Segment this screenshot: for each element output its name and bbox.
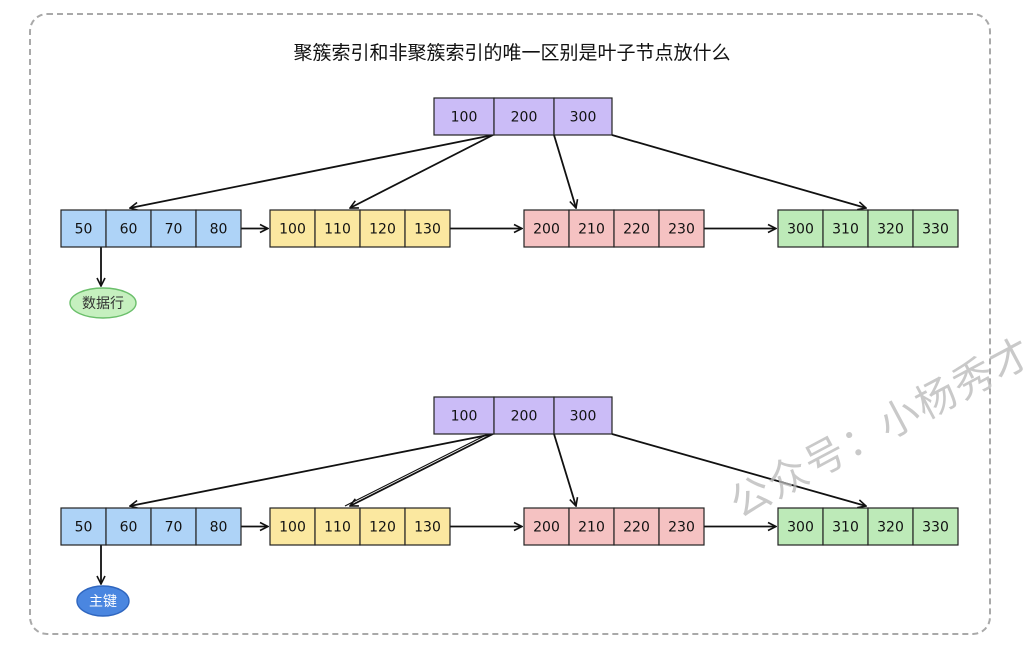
leaf-key-label: 60 [120, 222, 138, 238]
leaf-cell [867, 507, 914, 546]
leaf-key-label: 300 [787, 222, 814, 238]
leaf-key-label: 210 [578, 222, 605, 238]
payload-label: 主键 [89, 594, 117, 610]
leaf-key-label: 310 [832, 520, 859, 536]
root-key-label: 200 [511, 110, 538, 126]
root-key-label: 100 [451, 110, 478, 126]
leaf-key-label: 330 [922, 222, 949, 238]
leaf-cell [658, 209, 705, 248]
leaf-key-label: 70 [165, 222, 183, 238]
leaf-cell [658, 507, 705, 546]
leaf-cell [195, 507, 242, 546]
leaf-cell [359, 507, 406, 546]
leaf-key-label: 60 [120, 520, 138, 536]
root-key-label: 300 [570, 409, 597, 425]
leaf-cell [912, 507, 959, 546]
leaf-cell [822, 507, 869, 546]
child-pointer-arrow [611, 134, 866, 208]
leaf-node: 300 310 320 330 [777, 209, 959, 248]
leaf-cell [359, 209, 406, 248]
leaf-cell [269, 507, 316, 546]
leaf-key-label: 320 [877, 520, 904, 536]
leaf-node: 50 60 70 80 [60, 507, 242, 546]
leaf-cell [523, 209, 570, 248]
leaf-node: 200 210 220 230 [523, 209, 705, 248]
child-pointer-arrow [553, 134, 576, 208]
root-key-label: 300 [570, 110, 597, 126]
diagram-frame [29, 13, 991, 635]
leaf-cell [60, 209, 107, 248]
root-cell [433, 97, 495, 136]
root-cell [553, 97, 613, 136]
leaf-cell [404, 507, 451, 546]
root-cell [553, 396, 613, 435]
leaf-key-label: 220 [623, 520, 650, 536]
leaf-cell [568, 507, 615, 546]
leaf-payload-ellipse: 数据行 [69, 287, 137, 319]
root-node: 100 200 300 [433, 396, 613, 435]
leaf-node: 50 60 70 80 [60, 209, 242, 248]
leaf-key-label: 50 [75, 222, 93, 238]
root-node: 100 200 300 [433, 97, 613, 136]
leaf-key-label: 300 [787, 520, 814, 536]
leaf-cell [404, 209, 451, 248]
leaf-key-label: 210 [578, 520, 605, 536]
leaf-key-label: 220 [623, 222, 650, 238]
child-pointer-arrow [553, 433, 576, 506]
leaf-cell [314, 209, 361, 248]
child-pointer-arrow [350, 433, 494, 506]
leaf-key-label: 110 [324, 222, 351, 238]
leaf-key-label: 310 [832, 222, 859, 238]
leaf-key-label: 120 [369, 520, 396, 536]
leaf-cell [867, 209, 914, 248]
leaf-cell [777, 507, 824, 546]
leaf-cell [60, 507, 107, 546]
leaf-node: 100 110 120 130 [269, 209, 451, 248]
child-pointer-arrow [350, 134, 494, 208]
child-pointer-arrow [344, 433, 489, 507]
payload-shape [76, 585, 130, 617]
leaf-key-label: 80 [210, 222, 228, 238]
child-pointer-arrow [130, 433, 494, 506]
leaf-cell [150, 507, 197, 546]
payload-shape [69, 287, 137, 319]
leaf-node: 200 210 220 230 [523, 507, 705, 546]
leaf-cell [195, 209, 242, 248]
root-cell [493, 97, 555, 136]
leaf-payload-ellipse: 主键 [76, 585, 130, 617]
leaf-key-label: 130 [414, 520, 441, 536]
nodes-layer: 100 200 300 50 60 70 80 100 110 120 130 200 210 220 23… [60, 97, 959, 546]
leaf-key-label: 330 [922, 520, 949, 536]
leaf-key-label: 100 [279, 520, 306, 536]
tree-non-clustered: 100 200 300 50 60 70 80 100 110 120 130 200 210 220 23… [60, 396, 959, 546]
leaf-key-label: 200 [533, 222, 560, 238]
leaf-key-label: 80 [210, 520, 228, 536]
leaf-cell [912, 209, 959, 248]
leaf-node: 300 310 320 330 [777, 507, 959, 546]
leaf-key-label: 70 [165, 520, 183, 536]
leaf-cell [613, 209, 660, 248]
payload-label: 数据行 [82, 296, 124, 312]
leaf-key-label: 320 [877, 222, 904, 238]
leaf-key-label: 100 [279, 222, 306, 238]
edges-layer [101, 134, 866, 584]
leaf-cell [269, 209, 316, 248]
leaf-key-label: 200 [533, 520, 560, 536]
child-pointer-arrow [611, 433, 866, 506]
leaf-key-label: 230 [668, 222, 695, 238]
child-pointer-arrow [130, 134, 494, 208]
leaf-key-label: 230 [668, 520, 695, 536]
leaf-key-label: 130 [414, 222, 441, 238]
diagram-title: 聚簇索引和非聚簇索引的唯一区别是叶子节点放什么 [293, 42, 731, 64]
leaf-node: 100 110 120 130 [269, 507, 451, 546]
leaf-key-label: 120 [369, 222, 396, 238]
root-key-label: 100 [451, 409, 478, 425]
root-key-label: 200 [511, 409, 538, 425]
leaf-key-label: 50 [75, 520, 93, 536]
leaf-key-label: 110 [324, 520, 351, 536]
tree-clustered: 100 200 300 50 60 70 80 100 110 120 130 200 210 220 23… [60, 97, 959, 248]
